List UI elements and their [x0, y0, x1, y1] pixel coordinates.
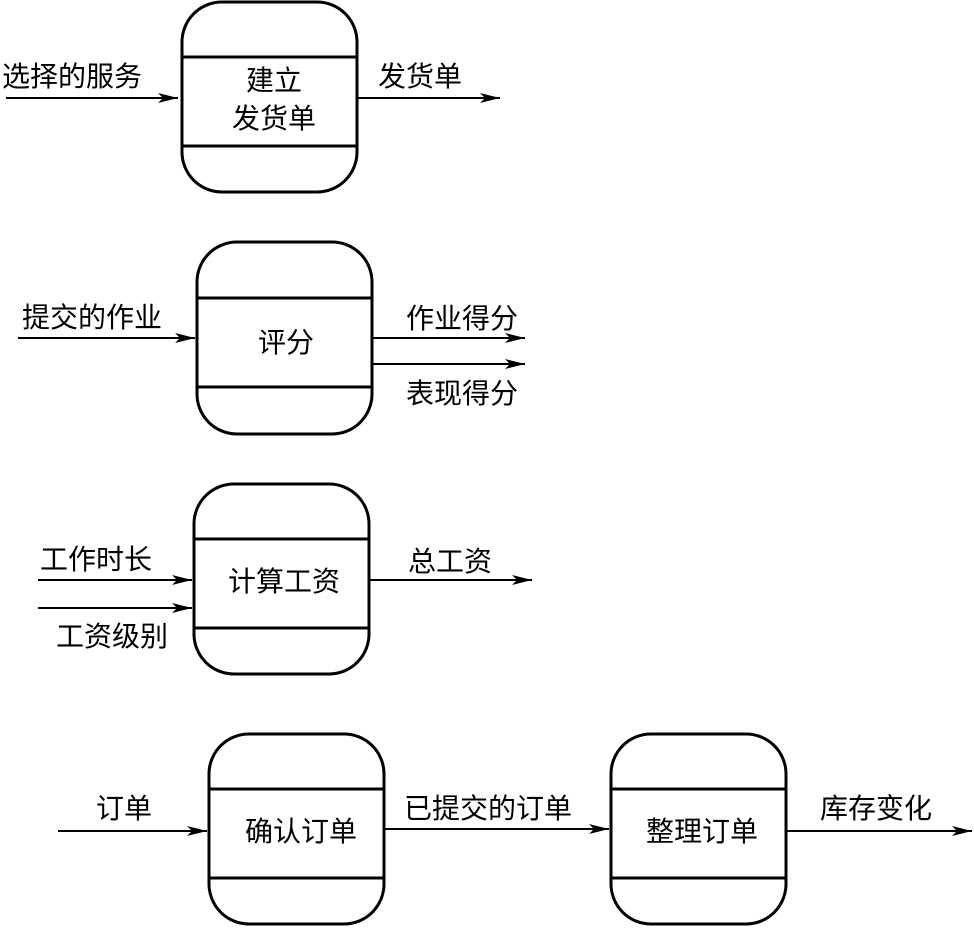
- process-label-line1: 建立: [246, 64, 302, 97]
- flow-label: 发货单: [378, 60, 462, 93]
- process-label: 评分: [258, 326, 314, 359]
- flow-label: 已提交的订单: [404, 792, 572, 825]
- flow-salary-grade: 工资级别: [38, 603, 192, 653]
- flow-total-salary: 总工资: [369, 545, 532, 585]
- flow-label: 订单: [96, 792, 152, 825]
- process-box: [180, 0, 359, 194]
- process-label: 确认订单: [245, 815, 357, 848]
- flow-work-hours: 工作时长: [38, 543, 192, 585]
- flow-submitted-order: 已提交的订单: [384, 792, 609, 834]
- flow-label: 表现得分: [406, 377, 518, 410]
- process-calc-salary: 计算工资: [192, 482, 371, 676]
- process-label: 整理订单: [646, 815, 758, 848]
- flow-submitted-homework: 提交的作业: [18, 301, 195, 343]
- flow-label: 总工资: [408, 545, 492, 578]
- flow-label: 提交的作业: [22, 301, 162, 334]
- flow-label: 作业得分: [406, 302, 518, 335]
- flow-label: 工作时长: [40, 543, 152, 576]
- flow-label: 工资级别: [56, 620, 168, 653]
- flow-inventory-change: 库存变化: [786, 792, 972, 836]
- process-label: 计算工资: [228, 565, 340, 598]
- process-label-line2: 发货单: [232, 102, 316, 135]
- flow-homework-score: 作业得分: [372, 302, 525, 343]
- process-grading: 评分: [195, 240, 374, 436]
- process-organize-order: 整理订单: [609, 732, 788, 926]
- flow-order: 订单: [58, 792, 207, 836]
- flow-label: 库存变化: [820, 792, 932, 825]
- flow-label: 选择的服务: [2, 60, 142, 93]
- flow-invoice: 发货单: [357, 60, 500, 103]
- flow-performance-score: 表现得分: [372, 359, 525, 410]
- process-create-invoice: 建立 发货单: [180, 0, 359, 194]
- process-confirm-order: 确认订单: [207, 732, 386, 926]
- flow-selected-service: 选择的服务: [2, 60, 178, 103]
